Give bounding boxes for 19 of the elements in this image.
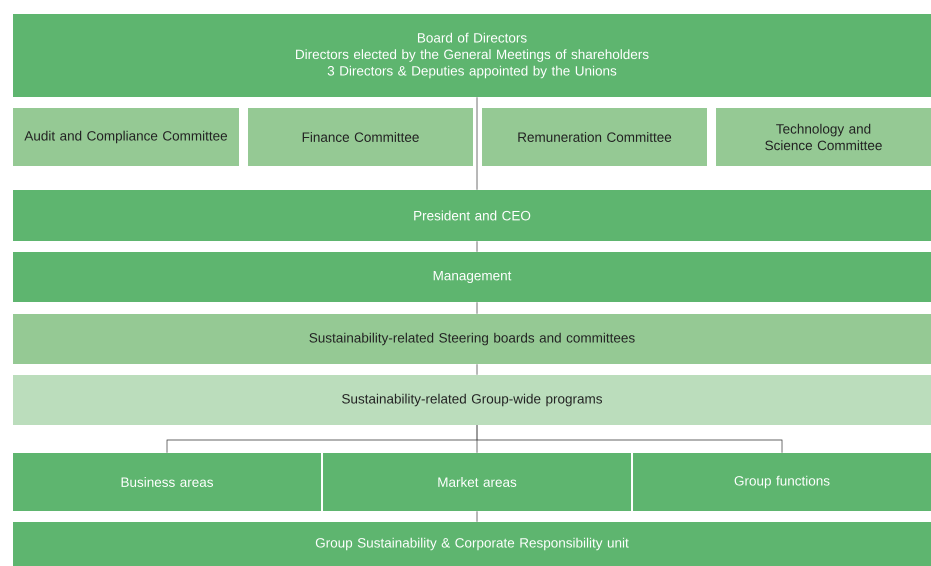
connector-line: [476, 364, 478, 376]
programs-box: Sustainability-related Group-wide programs: [13, 375, 931, 425]
committee-box: Finance Committee: [248, 108, 473, 166]
committee-box: Technology and Science Committee: [716, 108, 931, 166]
connector-line: [476, 424, 782, 454]
unit-box: Market areas: [323, 453, 631, 511]
connector-line: [476, 510, 478, 522]
committee-box: Remuneration Committee: [482, 108, 707, 166]
committee-box: Audit and Compliance Committee: [13, 108, 239, 166]
connector-line: [476, 96, 478, 190]
ceo-box: President and CEO: [13, 190, 931, 241]
management-box: Management: [13, 252, 931, 302]
unit-box: Group functions: [633, 453, 931, 511]
unit-box: Business areas: [13, 453, 321, 511]
steering-box: Sustainability-related Steering boards and committees: [13, 314, 931, 364]
unit-box: Group Sustainability & Corporate Responsibility unit: [13, 522, 931, 566]
connector-line: [476, 302, 478, 314]
connector-line: [476, 240, 478, 252]
board-box: Board of Directors Directors elected by the General Meetings of shareholders 3 Directors & Deputies appointed by the Unions: [13, 14, 931, 97]
